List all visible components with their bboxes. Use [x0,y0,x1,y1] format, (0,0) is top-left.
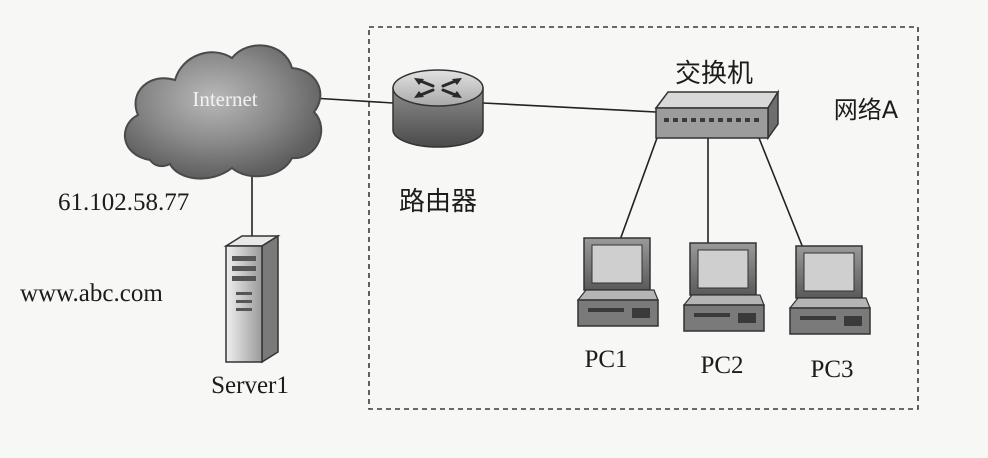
network-a-label: 网络A [834,96,899,124]
switch-label: 交换机 [675,59,753,89]
pc-icon [682,242,765,332]
links [251,97,804,249]
server-name-label: Server1 [211,372,289,399]
pc3-label: PC3 [810,356,853,383]
server-domain-label: www.abc.com [20,280,163,307]
link-cloud-router [311,97,394,104]
internet-cloud-icon: Internet [123,44,323,180]
pc1-label: PC1 [584,346,627,373]
network-a-boundary [368,26,919,410]
server-icon [223,234,281,364]
router-icon [392,69,484,148]
link-switch-pc1 [619,137,658,241]
pc2-label: PC2 [700,352,743,379]
link-switch-pc3 [758,137,804,249]
server-ip-label: 61.102.58.77 [58,189,189,216]
router-label: 路由器 [399,187,477,217]
internet-label: Internet [192,87,257,111]
link-router-switch [482,102,657,113]
pc-icon [788,245,871,335]
switch-icon [654,89,780,141]
pc-icon [576,237,659,327]
